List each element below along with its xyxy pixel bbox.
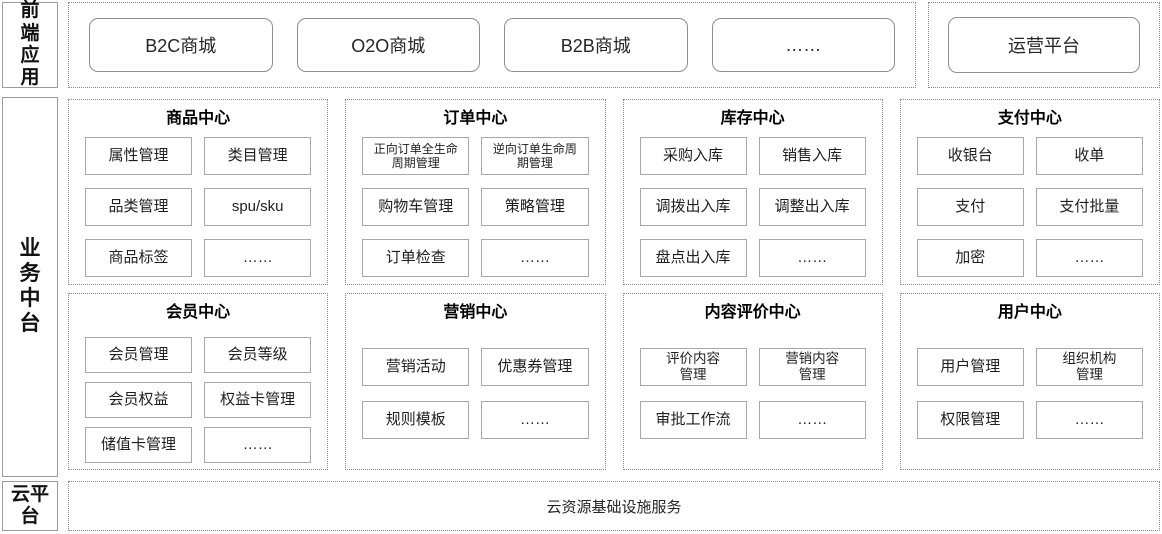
capability-box-ellipsis: …… xyxy=(204,239,312,277)
center-product-grid: 属性管理 类目管理 品类管理 spu/sku 商品标签 …… xyxy=(85,137,312,277)
capability-box: 规则模板 xyxy=(362,401,470,439)
capability-box: 营销内容管理 xyxy=(758,348,866,386)
capability-box-ellipsis: …… xyxy=(1035,239,1143,277)
capability-box: 类目管理 xyxy=(204,137,312,175)
layer-label-business-text: 业务中台 xyxy=(19,237,41,335)
center-member-title: 会员中心 xyxy=(166,304,231,321)
center-member: 会员中心 会员管理 会员等级 会员权益 权益卡管理 储值卡管理 …… xyxy=(68,293,329,470)
layer-label-cloud: 云平台 xyxy=(2,481,58,531)
capability-box: 组织机构管理 xyxy=(1035,348,1143,386)
capability-box-ellipsis: …… xyxy=(1035,401,1143,439)
center-payment-title: 支付中心 xyxy=(997,110,1062,127)
capability-box: 收单 xyxy=(1035,137,1143,175)
center-content-review-grid: 评价内容管理 营销内容管理 审批工作流 …… xyxy=(639,348,866,439)
cloud-infrastructure-band: 云资源基础设施服务 xyxy=(68,481,1160,531)
capability-box: 评价内容管理 xyxy=(639,348,747,386)
capability-box: 优惠券管理 xyxy=(481,348,589,386)
center-marketing: 营销中心 营销活动 优惠券管理 规则模板 …… xyxy=(345,293,606,470)
capability-box: 调整出入库 xyxy=(758,188,866,226)
center-marketing-grid: 营销活动 优惠券管理 规则模板 …… xyxy=(362,348,589,439)
layer-label-frontend: 前端应用 xyxy=(2,0,58,89)
capability-box-ellipsis: …… xyxy=(204,427,312,463)
center-content-review: 内容评价中心 评价内容管理 营销内容管理 审批工作流 …… xyxy=(622,293,883,470)
center-order: 订单中心 正向订单全生命周期管理 逆向订单生命周期管理 购物车管理 策略管理 订… xyxy=(345,99,606,285)
capability-box: 收银台 xyxy=(916,137,1024,175)
center-payment-grid: 收银台 收单 支付 支付批量 加密 …… xyxy=(916,137,1143,277)
center-inventory: 库存中心 采购入库 销售入库 调拨出入库 调整出入库 盘点出入库 …… xyxy=(622,99,883,285)
capability-box: 会员等级 xyxy=(204,337,312,373)
capability-box-ellipsis: …… xyxy=(481,401,589,439)
app-box-o2o: O2O商城 xyxy=(296,18,480,72)
capability-box: 商品标签 xyxy=(85,239,193,277)
capability-box: 盘点出入库 xyxy=(639,239,747,277)
capability-box-ellipsis: …… xyxy=(758,239,866,277)
app-box-ellipsis: …… xyxy=(711,18,895,72)
capability-box: 策略管理 xyxy=(481,188,589,226)
capability-box: 订单检查 xyxy=(362,239,470,277)
capability-box: 正向订单全生命周期管理 xyxy=(362,137,470,175)
layer-label-frontend-text: 前端应用 xyxy=(20,0,40,89)
capability-box: 会员管理 xyxy=(85,337,193,373)
frontend-apps-band: B2C商城 O2O商城 B2B商城 …… xyxy=(68,2,916,88)
capability-box: 加密 xyxy=(916,239,1024,277)
capability-box: 购物车管理 xyxy=(362,188,470,226)
center-payment: 支付中心 收银台 收单 支付 支付批量 加密 …… xyxy=(899,99,1160,285)
center-product-title: 商品中心 xyxy=(166,110,231,127)
capability-box: 销售入库 xyxy=(758,137,866,175)
capability-box: 营销活动 xyxy=(362,348,470,386)
center-order-title: 订单中心 xyxy=(443,110,508,127)
center-product: 商品中心 属性管理 类目管理 品类管理 spu/sku 商品标签 …… xyxy=(68,99,329,285)
capability-box: 采购入库 xyxy=(639,137,747,175)
business-centers-grid: 商品中心 属性管理 类目管理 品类管理 spu/sku 商品标签 …… 订单中心… xyxy=(68,99,1160,470)
center-member-grid: 会员管理 会员等级 会员权益 权益卡管理 储值卡管理 …… xyxy=(85,337,312,463)
capability-box: 属性管理 xyxy=(85,137,193,175)
center-marketing-title: 营销中心 xyxy=(443,304,508,321)
layer-label-business: 业务中台 xyxy=(2,97,58,477)
capability-box: 调拨出入库 xyxy=(639,188,747,226)
capability-box: 品类管理 xyxy=(85,188,193,226)
capability-box: 用户管理 xyxy=(916,348,1024,386)
center-inventory-grid: 采购入库 销售入库 调拨出入库 调整出入库 盘点出入库 …… xyxy=(639,137,866,277)
cloud-infrastructure-label: 云资源基础设施服务 xyxy=(546,498,682,516)
capability-box: 审批工作流 xyxy=(639,401,747,439)
capability-box: 权益卡管理 xyxy=(204,382,312,418)
center-user-title: 用户中心 xyxy=(997,304,1062,321)
center-order-grid: 正向订单全生命周期管理 逆向订单生命周期管理 购物车管理 策略管理 订单检查 …… xyxy=(362,137,589,277)
app-box-b2c: B2C商城 xyxy=(89,18,273,72)
center-inventory-title: 库存中心 xyxy=(720,110,785,127)
capability-box: 支付 xyxy=(916,188,1024,226)
capability-box: 储值卡管理 xyxy=(85,427,193,463)
app-box-ops-platform: 运营平台 xyxy=(948,17,1140,73)
layer-label-cloud-text: 云平台 xyxy=(10,483,49,527)
capability-box: 会员权益 xyxy=(85,382,193,418)
capability-box: spu/sku xyxy=(204,188,312,226)
ops-platform-band: 运营平台 xyxy=(928,2,1160,88)
capability-box-ellipsis: …… xyxy=(481,239,589,277)
app-box-b2b: B2B商城 xyxy=(504,18,688,72)
capability-box: 支付批量 xyxy=(1035,188,1143,226)
center-user: 用户中心 用户管理 组织机构管理 权限管理 …… xyxy=(899,293,1160,470)
center-content-review-title: 内容评价中心 xyxy=(704,304,801,321)
capability-box: 权限管理 xyxy=(916,401,1024,439)
capability-box-ellipsis: …… xyxy=(758,401,866,439)
capability-box: 逆向订单生命周期管理 xyxy=(481,137,589,175)
center-user-grid: 用户管理 组织机构管理 权限管理 …… xyxy=(916,348,1143,439)
